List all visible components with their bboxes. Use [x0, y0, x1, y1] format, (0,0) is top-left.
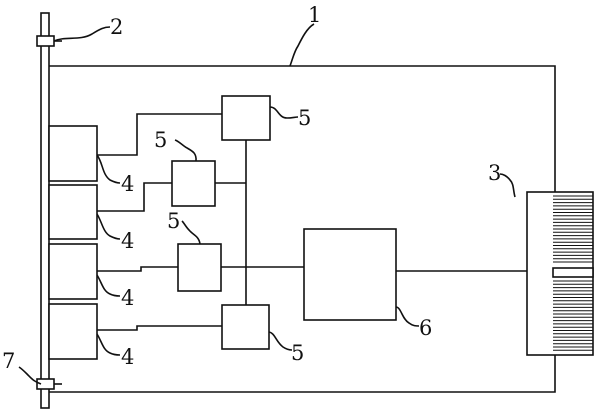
label-top-handle: 2: [110, 15, 123, 39]
module-4-d: [48, 303, 98, 360]
modules-5: [171, 95, 271, 350]
label-module-4-d: 4: [121, 345, 134, 369]
main-block: [303, 228, 397, 321]
label-bottom-handle: 7: [2, 349, 15, 373]
circuit-board: [49, 65, 556, 393]
module-5-upper: [171, 160, 216, 207]
label-module-5-bottom: 5: [291, 341, 304, 365]
connector-teeth-top: [553, 195, 593, 263]
module-4-c: [48, 243, 98, 300]
label-module-5-upper: 5: [154, 128, 167, 152]
label-module-5-lower: 5: [167, 209, 180, 233]
label-main-block: 6: [419, 316, 432, 340]
module-4-a: [48, 125, 98, 182]
label-module-4-b: 4: [121, 229, 134, 253]
module-5-bottom: [221, 304, 270, 350]
connector-teeth-bottom: [553, 280, 593, 351]
module-4-b: [48, 184, 98, 240]
label-module-4-c: 4: [121, 286, 134, 310]
module-5-top: [221, 95, 271, 141]
label-connector: 3: [488, 161, 501, 185]
connector-key: [552, 267, 594, 278]
wiring: [97, 113, 527, 331]
label-module-4-a: 4: [121, 172, 134, 196]
module-5-lower: [177, 243, 222, 292]
leader-lines: [18, 23, 516, 385]
modules-4: [48, 125, 98, 360]
top-handle: [36, 35, 55, 47]
connector: [526, 191, 594, 356]
reference-labels: 1 2 3 5 5 5 5 6 4 4 4 4 7: [2, 3, 501, 373]
label-module-5-top: 5: [298, 106, 311, 130]
label-board: 1: [308, 3, 321, 27]
